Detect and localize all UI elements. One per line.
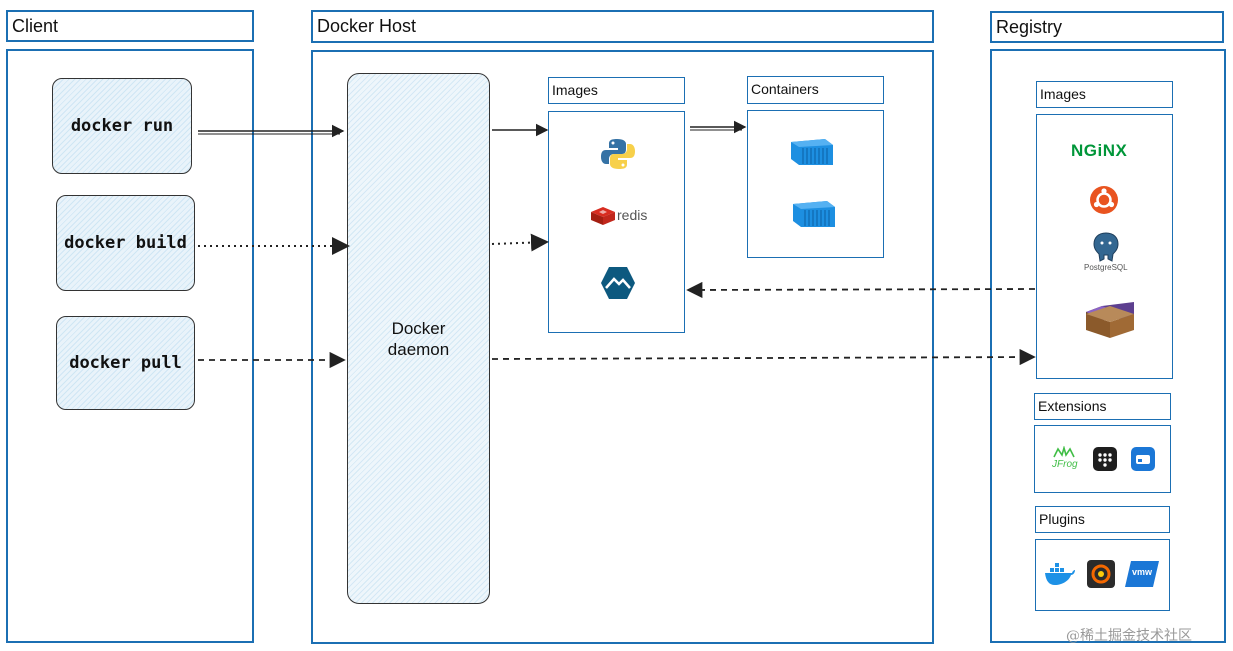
registry-header: Registry — [990, 11, 1224, 43]
registry-to-host-images-arrow — [686, 281, 1036, 299]
daemon-label-line1: Docker — [391, 318, 446, 338]
docker-host-title: Docker Host — [317, 16, 417, 36]
host-images-header: Images — [548, 77, 685, 104]
daemon-build-to-images-arrow — [491, 233, 549, 252]
python-icon — [601, 139, 635, 169]
disk-extension-icon — [1131, 447, 1155, 471]
containers-panel — [747, 110, 884, 258]
host-images-title: Images — [552, 82, 598, 98]
postgresql-label: PostgreSQL — [1084, 263, 1128, 272]
docker-daemon[interactable]: Docker daemon — [347, 73, 490, 604]
registry-images-header: Images — [1036, 81, 1173, 108]
docker-whale-icon — [1045, 563, 1075, 585]
grafana-icon — [1087, 560, 1115, 588]
postgresql-icon — [1093, 232, 1119, 262]
client-header: Client — [6, 10, 254, 42]
grid-app-icon — [1093, 447, 1117, 471]
vmware-label: vmw — [1132, 567, 1153, 577]
daemon-label-line2: daemon — [387, 339, 450, 359]
jfrog-icon — [1053, 446, 1075, 458]
docker-run-command[interactable]: docker run — [52, 78, 192, 174]
alpine-icon — [601, 267, 635, 299]
docker-pull-command[interactable]: docker pull — [56, 316, 195, 410]
containers-title: Containers — [751, 81, 819, 97]
registry-title: Registry — [996, 17, 1063, 37]
daemon-to-registry-arrow — [491, 348, 1036, 366]
plugins-header: Plugins — [1035, 506, 1170, 533]
registry-images-title: Images — [1040, 86, 1086, 102]
redis-label: redis — [617, 207, 648, 223]
extensions-title: Extensions — [1038, 398, 1107, 414]
box-icon — [1086, 302, 1134, 338]
container-icon — [791, 139, 833, 165]
docker-host-header: Docker Host — [311, 10, 934, 43]
docker-build-command[interactable]: docker build — [56, 195, 195, 291]
extensions-header: Extensions — [1034, 393, 1171, 420]
nginx-logo: NGiNX — [1071, 141, 1128, 160]
jfrog-label: JFrog — [1052, 459, 1078, 470]
container-icon — [793, 201, 835, 227]
redis-icon — [591, 207, 615, 225]
plugins-title: Plugins — [1039, 511, 1085, 527]
containers-header: Containers — [747, 76, 884, 104]
watermark: @稀土掘金技术社区 — [1066, 628, 1192, 644]
ubuntu-icon — [1090, 186, 1118, 214]
vmware-icon — [1125, 561, 1159, 587]
client-title: Client — [12, 16, 59, 36]
